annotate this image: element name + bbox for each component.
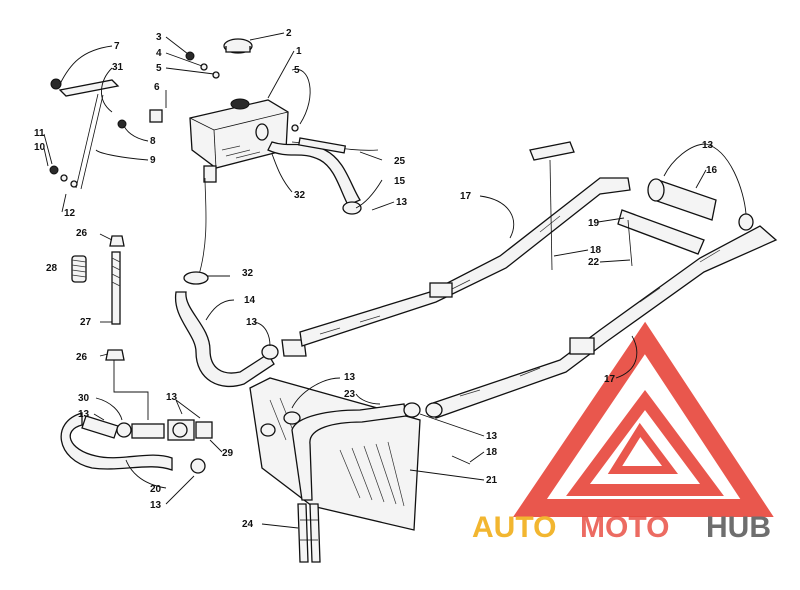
callout-11: 11 xyxy=(34,128,45,139)
callout-13-lower-left: 13 xyxy=(78,409,90,420)
callout-17-upper: 17 xyxy=(460,191,472,202)
radiator-panel xyxy=(249,377,421,531)
deflector xyxy=(617,209,705,255)
decal xyxy=(149,109,163,123)
hose-clamps-lower-left xyxy=(116,422,206,474)
callout-7: 7 xyxy=(114,41,120,52)
callout-13-tank: 13 xyxy=(396,197,408,208)
callout-13-radiator: 13 xyxy=(486,431,498,442)
callout-18-upper: 18 xyxy=(590,245,602,256)
callout-26-upper: 26 xyxy=(76,228,88,239)
mounting-bracket xyxy=(49,78,127,190)
callout-3: 3 xyxy=(156,32,162,43)
callout-20: 20 xyxy=(150,484,162,495)
callout-29: 29 xyxy=(222,448,234,459)
callout-21: 21 xyxy=(486,475,498,486)
bleed-screw-assembly xyxy=(105,235,125,361)
callout-9: 9 xyxy=(150,155,156,166)
callout-13-rail-right: 13 xyxy=(702,140,714,151)
heat-exchanger-hose-right xyxy=(647,178,754,231)
callout-27: 27 xyxy=(80,317,92,328)
watermark-moto: MOTO xyxy=(580,511,669,544)
automotohub-watermark-logo xyxy=(513,321,774,517)
callout-30: 30 xyxy=(78,393,90,404)
callout-19: 19 xyxy=(588,218,600,229)
hose-connector xyxy=(131,419,213,441)
callout-23: 23 xyxy=(344,389,356,400)
callout-17-lower: 17 xyxy=(604,374,616,385)
callout-1: 1 xyxy=(296,46,302,57)
watermark-hub: HUB xyxy=(706,511,771,544)
callout-13-center: 13 xyxy=(344,372,356,383)
callout-12: 12 xyxy=(64,208,76,219)
temperature-sensor xyxy=(529,141,633,271)
callout-8: 8 xyxy=(150,136,156,147)
coolant-overflow-tank xyxy=(189,98,289,183)
callout-22: 22 xyxy=(588,257,600,268)
callout-2: 2 xyxy=(286,28,292,39)
tank-hardware xyxy=(185,51,299,132)
callout-25: 25 xyxy=(394,156,406,167)
callout-13-connector: 13 xyxy=(166,392,178,403)
callout-13-hose: 13 xyxy=(246,317,258,328)
automotohub-watermark-text: AUTO MOTO HUB xyxy=(472,511,771,544)
sensor-wire xyxy=(451,455,471,465)
spring xyxy=(71,255,87,283)
part-callouts: 1 2 3 4 5 5 6 7 31 8 9 10 11 12 13 13 13… xyxy=(34,28,718,530)
coolant-hose-upper xyxy=(174,291,275,388)
callout-5b: 5 xyxy=(294,65,300,76)
callout-14: 14 xyxy=(244,295,256,306)
mounting-clip xyxy=(297,503,321,563)
callout-16: 16 xyxy=(706,165,718,176)
callout-32-lower: 32 xyxy=(242,268,254,279)
radiator-hose-lower-left xyxy=(60,412,173,471)
heat-exchanger-rail-lower xyxy=(425,225,778,419)
callout-4: 4 xyxy=(156,48,162,59)
coolant-hose-center xyxy=(291,403,407,501)
callout-28: 28 xyxy=(46,263,58,274)
heat-exchanger-rail-upper xyxy=(299,177,631,347)
callout-26-lower: 26 xyxy=(76,352,88,363)
callout-13-bottom: 13 xyxy=(150,500,162,511)
tank-cap xyxy=(223,38,253,54)
callout-10: 10 xyxy=(34,142,46,153)
callout-18-lower: 18 xyxy=(486,447,498,458)
leader-lines xyxy=(43,32,747,529)
callout-31: 31 xyxy=(112,62,124,73)
callout-5: 5 xyxy=(156,63,162,74)
watermark-auto: AUTO xyxy=(472,511,556,544)
callout-15: 15 xyxy=(394,176,406,187)
callout-6: 6 xyxy=(154,82,160,93)
callout-32-upper: 32 xyxy=(294,190,306,201)
overflow-hose xyxy=(267,141,361,206)
callout-24: 24 xyxy=(242,519,254,530)
